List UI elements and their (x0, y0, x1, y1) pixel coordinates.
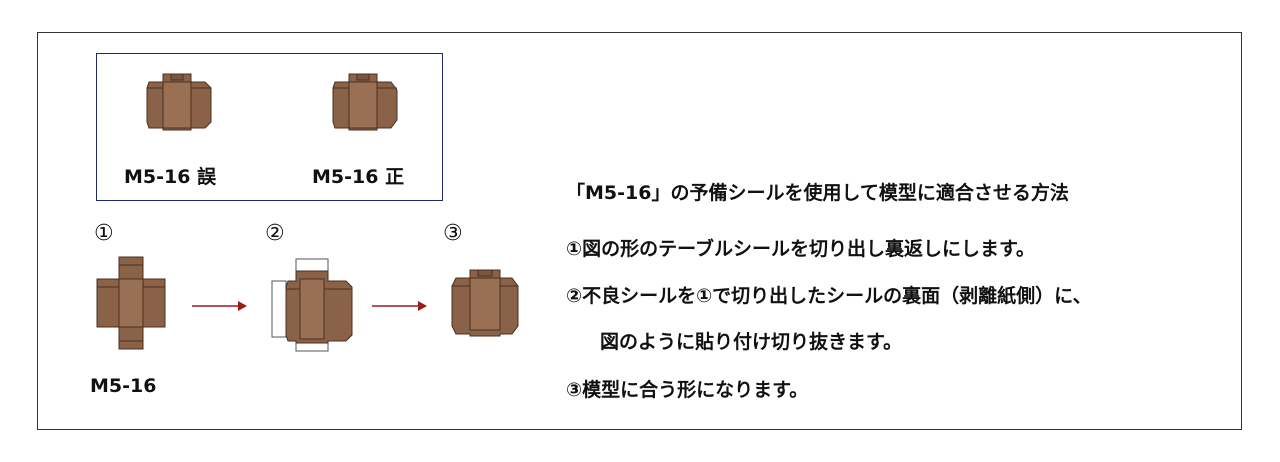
outer-frame (37, 32, 1242, 430)
step2-seal-shape (271, 258, 353, 352)
seal-shape-correct (332, 73, 398, 131)
instruction-step3: ③模型に合う形になります。 (566, 379, 809, 401)
step1-label: M5-16 (90, 375, 157, 397)
arrow-right-icon (192, 301, 247, 311)
instruction-step2-cont: 図のように貼り付け切り抜きます。 (600, 331, 903, 353)
step1-seal-shape (96, 256, 166, 350)
step3-number: ③ (443, 221, 463, 246)
wrong-label: M5-16 誤 (124, 166, 217, 188)
arrow-right-icon-2 (372, 301, 427, 311)
comparison-box (96, 53, 443, 201)
step1-number: ① (94, 221, 114, 246)
instruction-step2: ②不良シールを①で切り出したシールの裏面（剥離紙側）に、 (566, 285, 1092, 307)
instruction-step1: ①図の形のテーブルシールを切り出し裏返しにします。 (566, 238, 1036, 260)
seal-shape-wrong (146, 73, 212, 131)
step3-seal-shape (451, 269, 519, 337)
instructions-title: 「M5-16」の予備シールを使用して模型に適合させる方法 (566, 182, 1069, 204)
correct-label: M5-16 正 (312, 166, 405, 188)
step2-number: ② (265, 221, 285, 246)
